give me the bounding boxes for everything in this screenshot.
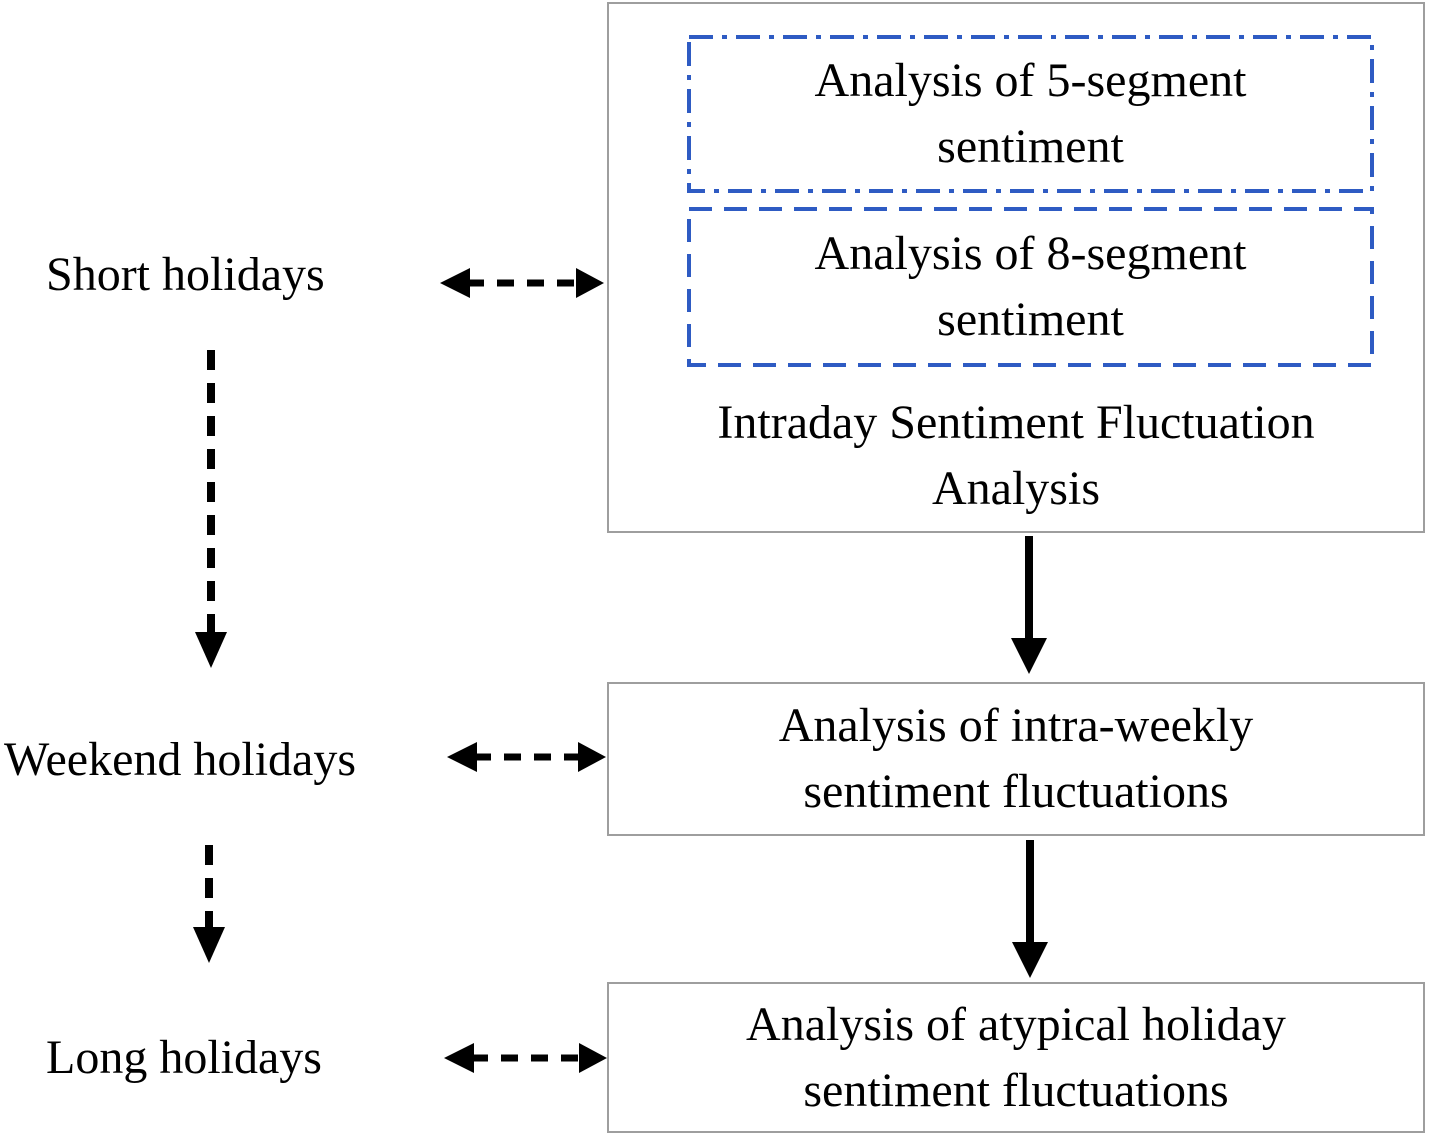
intra-weekly-line1: Analysis of intra-weekly: [778, 699, 1254, 752]
weekend-to-weekly-arrow: [447, 742, 606, 772]
atypical-holiday-line1: Analysis of atypical holiday: [746, 997, 1286, 1051]
long-to-atypical-arrow: [444, 1043, 607, 1073]
intra-weekly-text: Analysis of intra-weekly sentiment fluct…: [609, 693, 1423, 825]
eight-segment-box: Analysis of 8-segment sentiment: [687, 207, 1374, 367]
five-segment-dashdot-border: [687, 35, 1374, 193]
intraday-box-title: Intraday Sentiment Fluctuation Analysis: [609, 390, 1423, 522]
five-segment-box: Analysis of 5-segment sentiment: [687, 35, 1374, 193]
label-short-holidays: Short holidays: [46, 248, 325, 301]
intraday-title-line2: Analysis: [932, 462, 1100, 515]
five-segment-line1: Analysis of 5-segment: [814, 54, 1247, 107]
atypical-holiday-line2: sentiment fluctuations: [803, 1063, 1229, 1117]
label-weekend-holidays: Weekend holidays: [4, 733, 357, 786]
eight-segment-line1: Analysis of 8-segment: [814, 227, 1247, 280]
short-to-weekend-arrow: [195, 350, 227, 668]
weekly-to-atypical-arrow: [1012, 840, 1048, 978]
intra-weekly-analysis-box: Analysis of intra-weekly sentiment fluct…: [607, 682, 1425, 836]
atypical-holiday-analysis-box: Analysis of atypical holiday sentiment f…: [607, 982, 1425, 1133]
intraday-title-line1: Intraday Sentiment Fluctuation: [717, 396, 1315, 449]
label-long-holidays: Long holidays: [46, 1031, 322, 1084]
eight-segment-text: Analysis of 8-segment sentiment: [687, 221, 1374, 353]
intraday-to-weekly-arrow: [1011, 536, 1047, 674]
weekend-to-long-arrow: [193, 845, 225, 963]
eight-segment-line2: sentiment: [937, 293, 1124, 346]
intra-weekly-line2: sentiment fluctuations: [803, 765, 1229, 818]
five-segment-text: Analysis of 5-segment sentiment: [687, 48, 1374, 180]
short-to-intraday-arrow: [440, 268, 604, 298]
atypical-holiday-text: Analysis of atypical holiday sentiment f…: [609, 992, 1423, 1124]
five-segment-line2: sentiment: [937, 120, 1124, 173]
intraday-analysis-box: Analysis of 5-segment sentiment Analysis…: [607, 2, 1425, 533]
